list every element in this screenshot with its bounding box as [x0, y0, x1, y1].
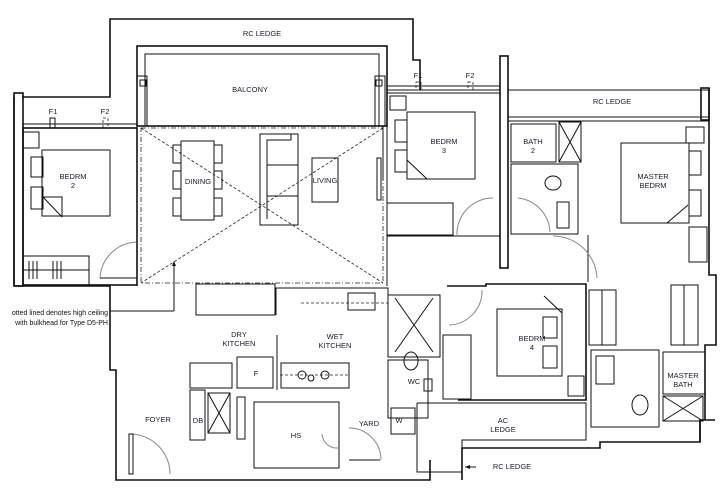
ac-ledge	[416, 402, 587, 473]
room-bath2	[510, 121, 582, 235]
label-hs: HS	[291, 431, 301, 440]
label-washer: W	[395, 416, 403, 425]
label-bedrm4-line2: 4	[530, 343, 534, 352]
label-master-bedrm-line1: MASTER	[637, 172, 669, 181]
kitchen	[189, 283, 389, 390]
label-f2-mid: F2	[466, 71, 475, 80]
label-bedrm4-line1: BEDRM	[518, 334, 545, 343]
label-living: LIVING	[313, 176, 338, 185]
label-master-bath-line1: MASTER	[667, 371, 699, 380]
label-dry-kitchen-line1: DRY	[231, 330, 247, 339]
label-bath2-line2: 2	[531, 146, 535, 155]
label-rc-ledge-bottom: RC LEDGE	[493, 462, 531, 471]
label-ac-ledge-line2: LEDGE	[490, 425, 515, 434]
label-master-bedrm-line2: BEDRM	[639, 181, 666, 190]
label-ac-ledge-line1: AC	[498, 416, 509, 425]
window-bedrm2	[23, 117, 137, 129]
label-bedrm2-line1: BEDRM	[59, 172, 86, 181]
note-line1: otted lined denotes high ceiling	[12, 310, 108, 317]
label-yard: YARD	[359, 419, 380, 428]
label-f2-left: F2	[101, 107, 110, 116]
label-bedrm3-line2: 3	[442, 146, 446, 155]
label-rc-ledge-right: RC LEDGE	[593, 97, 631, 106]
label-dining: DINING	[185, 177, 211, 186]
label-wet-kitchen-line1: WET	[327, 332, 344, 341]
label-f1-left: F1	[49, 107, 58, 116]
label-f1-mid: F1	[414, 71, 423, 80]
annotation-leader	[110, 261, 176, 312]
foyer-service	[128, 294, 441, 475]
room-bedrm4	[442, 283, 587, 401]
note-line2: with bulkhead for Type D5-PH	[14, 320, 108, 327]
label-bedrm2-line2: 2	[71, 181, 75, 190]
outer-walls	[13, 18, 717, 481]
label-bath2-line1: BATH	[523, 137, 542, 146]
label-foyer: FOYER	[145, 415, 171, 424]
label-wc: WC	[408, 377, 421, 386]
label-rc-ledge-top: RC LEDGE	[243, 29, 281, 38]
label-db: DB	[193, 416, 203, 425]
label-bedrm3-line1: BEDRM	[430, 137, 457, 146]
room-bedrm2	[22, 127, 138, 286]
label-balcony: BALCONY	[232, 85, 268, 94]
label-dry-kitchen-line2: KITCHEN	[223, 339, 256, 348]
label-fridge: F	[254, 369, 259, 378]
room-bedrm3	[386, 92, 501, 237]
living-dining	[136, 86, 388, 286]
label-wet-kitchen-line2: KITCHEN	[319, 341, 352, 350]
balcony	[136, 45, 388, 127]
room-master-bath	[588, 284, 706, 428]
label-master-bath-line2: BATH	[673, 380, 692, 389]
room-master-bedrm	[507, 89, 710, 282]
